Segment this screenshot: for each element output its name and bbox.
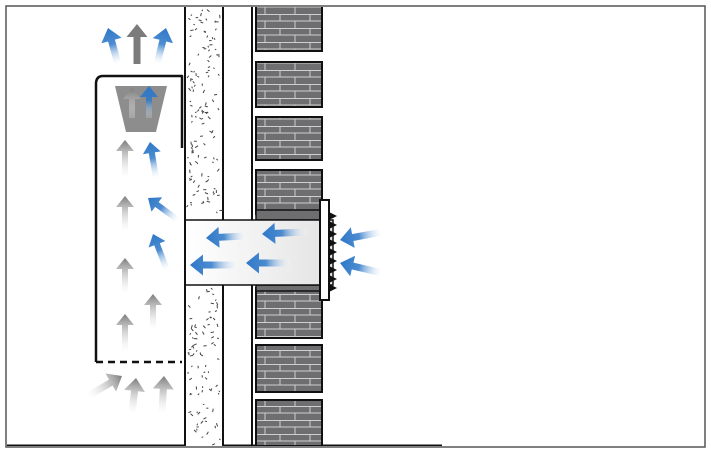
arrow-icon bbox=[262, 222, 307, 244]
arrow-icon bbox=[116, 314, 134, 352]
arrow-icon bbox=[340, 255, 383, 277]
arrow-icon bbox=[190, 254, 238, 276]
brick-block bbox=[255, 116, 323, 161]
arrow-icon bbox=[126, 24, 148, 64]
diagram-frame bbox=[5, 5, 706, 448]
arrow-icon bbox=[116, 196, 134, 232]
arrow-icon bbox=[144, 294, 162, 330]
ventilation-channel bbox=[94, 74, 184, 362]
arrow-icon bbox=[101, 28, 122, 65]
brick-block bbox=[255, 399, 323, 446]
arrow-icon bbox=[246, 252, 290, 274]
brick-block bbox=[255, 287, 323, 339]
arrow-icon bbox=[116, 258, 134, 294]
arrow-icon bbox=[116, 140, 134, 178]
brick-block bbox=[255, 344, 323, 393]
arrow-icon bbox=[340, 227, 383, 248]
brick-block bbox=[255, 169, 323, 215]
arrow-icon bbox=[148, 197, 180, 223]
arrow-icon bbox=[152, 28, 173, 65]
arrow-icon bbox=[86, 373, 122, 399]
arrow-icon bbox=[142, 142, 161, 179]
insulation-texture bbox=[186, 9, 223, 446]
brick-block bbox=[255, 7, 323, 52]
arrow-icon bbox=[206, 226, 247, 248]
arrow-icon bbox=[124, 378, 145, 415]
air-flow-arrows bbox=[86, 24, 383, 415]
arrow-icon bbox=[148, 234, 170, 272]
brick-wall bbox=[255, 7, 323, 446]
vent-grille-icon bbox=[319, 199, 337, 301]
chimney-cowl-icon bbox=[115, 86, 167, 132]
arrow-icon bbox=[140, 86, 158, 118]
brick-block bbox=[255, 61, 323, 108]
arrow-icon bbox=[152, 376, 174, 415]
arrow-icon bbox=[123, 88, 141, 118]
